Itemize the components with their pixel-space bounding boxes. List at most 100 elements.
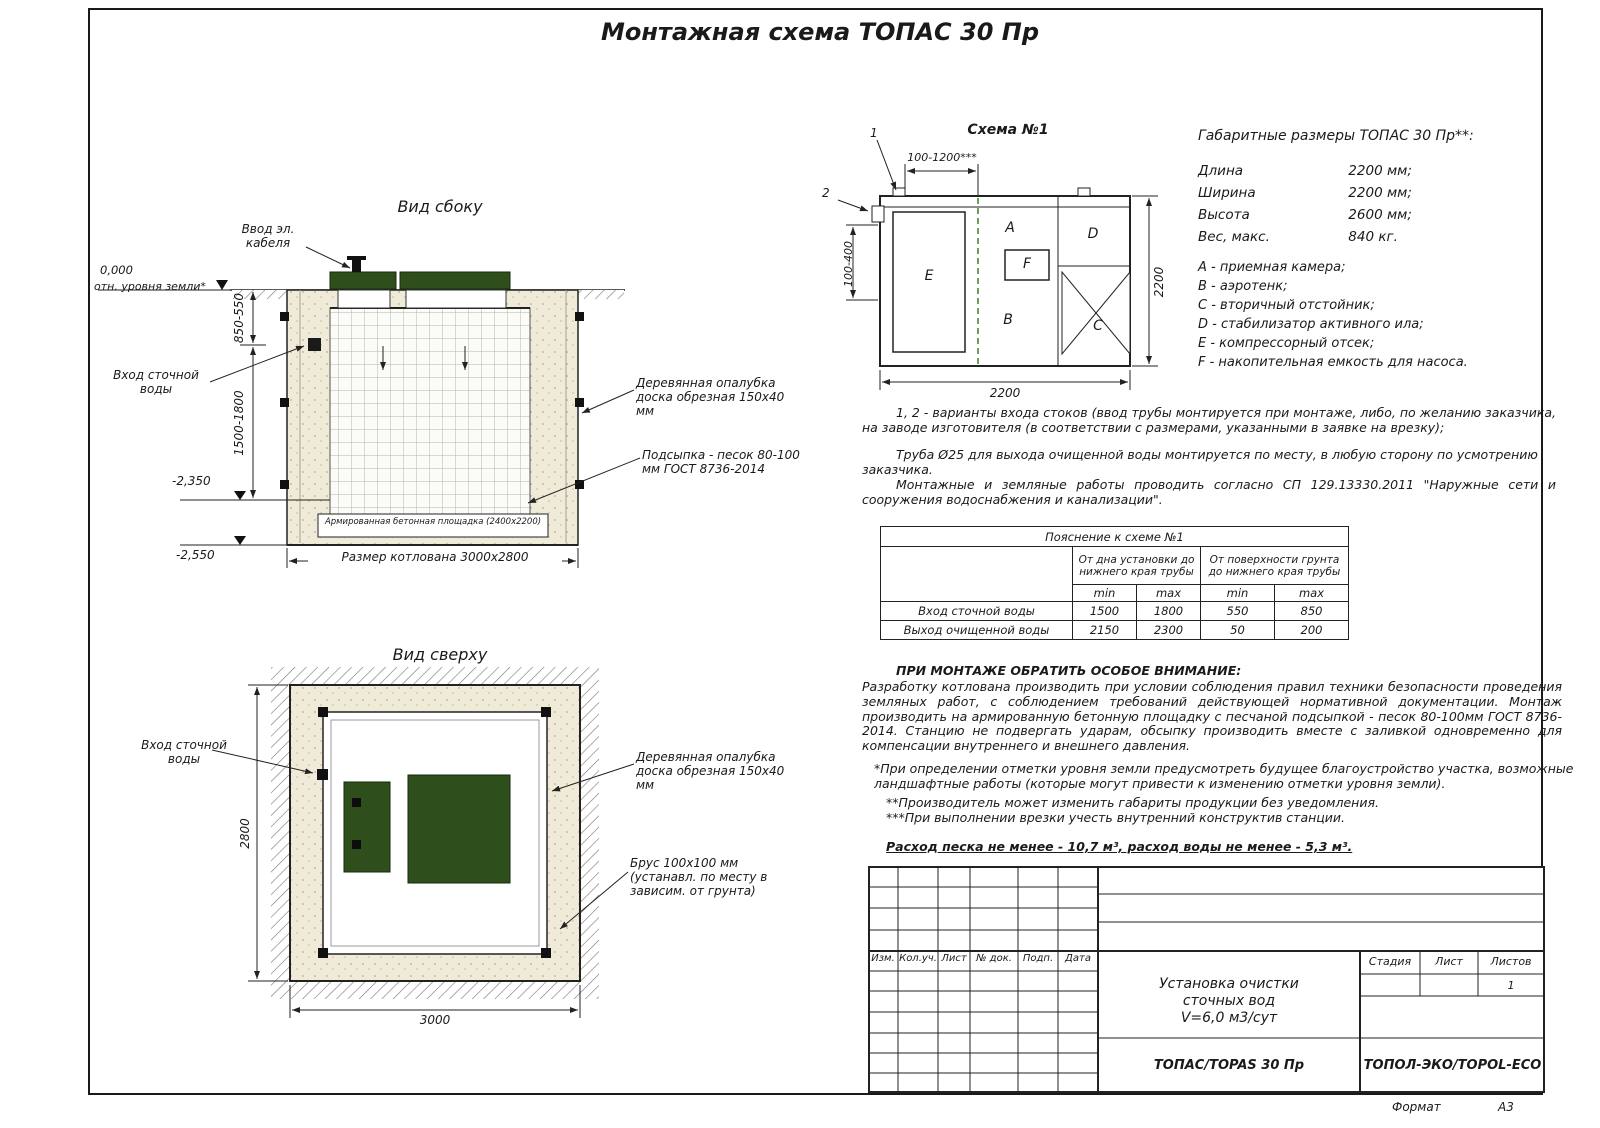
table-cell: 550: [1200, 601, 1275, 621]
concrete-pad: [317, 513, 549, 538]
cable-entry-label: Ввод эл. кабеля: [241, 222, 295, 251]
title-block-grid: [868, 866, 1545, 1093]
compartment-b: B: [1003, 312, 1013, 328]
formwork-label-top: Деревянная опалубка доска обрезная 150x4…: [636, 750, 785, 793]
sheet-frame: [88, 8, 1543, 1095]
pit-size-label: Размер котлована 3000x2800: [308, 550, 562, 565]
compartment-legend: A - приемная камера; B - аэротенк; C - в…: [1198, 258, 1538, 372]
length-dim-3000: 3000: [419, 1013, 451, 1027]
table-group-2: От поверхности грунта до нижнего края тр…: [1200, 546, 1349, 585]
tb-product-line1: Установка очистки: [1159, 976, 1299, 992]
beam-label: Брус 100x100 мм (устанавл. по месту в за…: [630, 856, 768, 899]
inlet-pipe-mark: [308, 338, 321, 351]
tb-model: ТОПАС/TOPAS 30 Пр: [1153, 1058, 1305, 1073]
tb-col-list: Лист: [941, 953, 967, 964]
table-row-name: Выход очищенной воды: [880, 620, 1073, 640]
page-title: Монтажная схема ТОПАС 30 Пр: [600, 18, 1040, 46]
formwork-label-side: Деревянная опалубка доска обрезная 150x4…: [636, 376, 785, 419]
table-row-name: Вход сточной воды: [880, 601, 1073, 621]
table-cell: 200: [1274, 620, 1349, 640]
tb-sheet-label: Лист: [1435, 955, 1463, 968]
width-dim-2800: 2800: [238, 818, 252, 849]
table-max-header: max: [1136, 584, 1201, 602]
tb-stage-label: Стадия: [1368, 955, 1412, 968]
level-mark-2350: [234, 491, 246, 500]
consumption-note: Расход песка не менее - 10,7 м³, расход …: [886, 839, 1353, 854]
level-mark-zero: [216, 280, 228, 290]
tb-col-izm: Изм.: [871, 953, 895, 964]
footnote-3: ***При выполнении врезки учесть внутренн…: [886, 810, 1346, 825]
table-min-header: min: [1200, 584, 1275, 602]
format-label: Формат: [1392, 1100, 1441, 1114]
table-cell: 2300: [1136, 620, 1201, 640]
table-group-1: От дна установки до нижнего края трубы: [1072, 546, 1201, 585]
tb-col-koluch: Кол.уч.: [899, 953, 937, 964]
scheme-title: Схема №1: [967, 122, 1049, 138]
depth-dim-2: 1500-1800: [232, 390, 246, 456]
inlet-pipe-mark-plan: [317, 769, 328, 780]
lid-large-plan: [407, 774, 511, 884]
overall-dim-name: Высота: [1198, 207, 1250, 223]
overall-dim-value: 2600 мм;: [1348, 207, 1412, 223]
side-view-drawing: [98, 246, 641, 568]
lid-small: [329, 271, 397, 290]
scheme-marker-2: 2: [822, 186, 830, 200]
tb-product-line3: V=6,0 м3/сут: [1180, 1010, 1278, 1026]
overall-dim-row: Вес, макс. 840 кг.: [1198, 229, 1398, 246]
overall-dims-title: Габаритные размеры ТОПАС 30 Пр**:: [1198, 128, 1474, 144]
depth-dim-1: 850-550: [232, 292, 246, 344]
tb-col-podp: Подп.: [1022, 953, 1054, 964]
compartment-f: F: [1022, 256, 1032, 272]
level-mark-2550: [234, 536, 246, 545]
cable-gland: [352, 259, 361, 272]
zero-level-label: 0,000: [100, 263, 133, 277]
compartment-c: C: [1093, 318, 1103, 334]
footnote-2: **Производитель может изменить габариты …: [886, 795, 1379, 810]
tb-product-line2: сточных вод: [1182, 993, 1276, 1009]
overall-dim-value: 2200 мм;: [1348, 185, 1412, 201]
lid-small-plan: [343, 781, 391, 873]
overall-dim-name: Вес, макс.: [1198, 229, 1270, 245]
scheme-dim-left: 100-400: [842, 241, 855, 287]
footnote-1: *При определении отметки уровня земли пр…: [874, 761, 1574, 791]
overall-dim-row: Высота 2600 мм;: [1198, 207, 1412, 224]
scheme-dim-right: 2200: [1152, 266, 1166, 298]
table-cell: 1500: [1072, 601, 1137, 621]
tb-col-data: Дата: [1065, 953, 1091, 964]
inlet-label-top: Вход сточной воды: [141, 738, 227, 767]
table-cell: 50: [1200, 620, 1275, 640]
attention-heading: ПРИ МОНТАЖЕ ОБРАТИТЬ ОСОБОЕ ВНИМАНИЕ:: [896, 663, 1242, 678]
table-cell: 2150: [1072, 620, 1137, 640]
legend-item: B - аэротенк;: [1198, 279, 1288, 294]
tb-company: ТОПОЛ-ЭКО/TOPOL-ECO: [1363, 1058, 1542, 1073]
concrete-pad-label: Армированная бетонная площадка (2400x220…: [324, 517, 542, 527]
legend-item: E - компрессорный отсек;: [1198, 336, 1375, 351]
table-max-header: max: [1274, 584, 1349, 602]
tb-sheets-value: 1: [1507, 979, 1515, 992]
format-value: А3: [1498, 1100, 1514, 1114]
sand-bed-label: Подсыпка - песок 80-100 мм ГОСТ 8736-201…: [642, 448, 800, 477]
scheme-drawing: [837, 139, 1158, 390]
scheme-dim-top: 100-1200***: [907, 151, 977, 164]
tank-body: [329, 307, 531, 519]
side-view-title: Вид сбоку: [397, 197, 483, 216]
table-cell: 1800: [1136, 601, 1201, 621]
lid-large: [399, 271, 511, 290]
legend-item: D - стабилизатор активного ила;: [1198, 317, 1424, 332]
top-view-title: Вид сверху: [392, 645, 488, 664]
tb-col-ndok: № док.: [976, 953, 1012, 964]
ground-ref-label: отн. уровня земли*: [94, 280, 206, 293]
table-title: Пояснение к схеме №1: [880, 526, 1349, 547]
legend-item: C - вторичный отстойник;: [1198, 298, 1375, 313]
top-view-drawing: [211, 667, 635, 1018]
compartment-d: D: [1087, 226, 1099, 242]
legend-item: F - накопительная емкость для насоса.: [1198, 355, 1468, 370]
overall-dim-row: Длина 2200 мм;: [1198, 163, 1412, 180]
legend-item: A - приемная камера;: [1198, 260, 1346, 275]
note-variants: 1, 2 - варианты входа стоков (ввод трубы…: [862, 405, 1556, 435]
note-outlet-pipe: Труба Ø25 для выхода очищенной воды монт…: [862, 447, 1538, 477]
overall-dim-row: Ширина 2200 мм;: [1198, 185, 1412, 202]
explanation-table: Пояснение к схеме №1 От дна установки до…: [880, 526, 1349, 640]
